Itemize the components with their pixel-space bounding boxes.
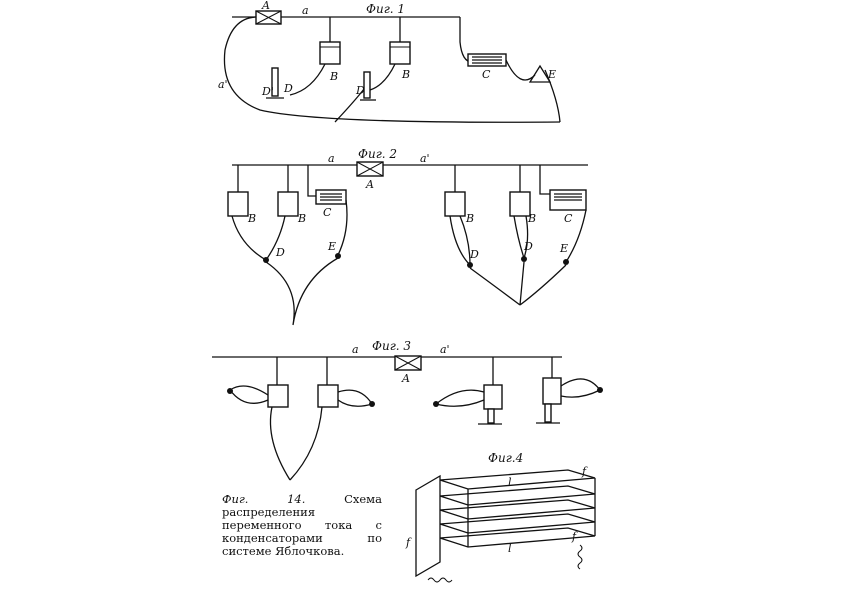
fig1-transformer-B-2 xyxy=(389,41,411,65)
fig1-label-a: a xyxy=(302,4,309,17)
figure-4: Фиг.4 l l f f f xyxy=(405,451,596,583)
svg-text:B: B xyxy=(247,212,256,225)
fig4-plate-1 xyxy=(439,469,596,490)
svg-text:D: D xyxy=(469,248,479,261)
fig2-transformer-B-3 xyxy=(444,191,466,217)
svg-text:l: l xyxy=(508,542,512,555)
svg-text:B: B xyxy=(465,212,474,225)
fig1-arc-lamp-E xyxy=(528,64,552,83)
fig3-transformer-3 xyxy=(483,384,503,410)
fig3-lamp-stand-1 xyxy=(487,408,495,424)
svg-text:B: B xyxy=(297,212,306,225)
svg-text:B: B xyxy=(527,212,536,225)
svg-text:f: f xyxy=(571,530,578,543)
svg-text:a': a' xyxy=(420,152,430,165)
fig2-arc-lamp-D-2 xyxy=(467,262,473,268)
svg-text:C: C xyxy=(482,68,491,81)
fig4-coil-right xyxy=(577,544,583,570)
figure-2-title: Фиг. 2 xyxy=(358,147,397,161)
svg-text:f: f xyxy=(581,465,588,478)
svg-text:A: A xyxy=(365,178,374,191)
fig3-arc-lamp-2 xyxy=(369,401,375,407)
fig4-plate-2 xyxy=(439,485,596,506)
fig2-arc-lamp-E-2 xyxy=(563,259,569,265)
svg-text:a': a' xyxy=(440,343,450,356)
svg-text:D: D xyxy=(283,82,293,95)
fig2-arc-lamp-D-1 xyxy=(263,257,269,263)
fig3-transformer-1 xyxy=(267,384,289,408)
fig1-lamp-D xyxy=(271,67,279,97)
svg-text:f: f xyxy=(405,536,412,549)
figure-2: Фиг. 2 A a a' B B C D E B B C xyxy=(227,147,588,326)
fig1-label-a-prime: a' xyxy=(218,78,228,91)
svg-text:D: D xyxy=(523,240,533,253)
figure-4-title: Фиг.4 xyxy=(488,451,523,465)
figure-1-title: Фиг. 1 xyxy=(366,2,405,16)
fig3-arc-lamp-1 xyxy=(227,388,233,394)
svg-text:E: E xyxy=(559,242,568,255)
figure-1: Фиг. 1 A a a' B D' D B D xyxy=(218,0,561,123)
fig2-transformer-B-1 xyxy=(227,191,249,217)
caption-text: Схема распределения переменного тока с к… xyxy=(222,492,382,558)
fig4-end-plate xyxy=(415,474,441,578)
figure-3: Фиг. 3 A a a' xyxy=(212,339,603,481)
fig3-transformer-2 xyxy=(317,384,339,408)
figure-caption: Фиг. 14. Схема распределения переменного… xyxy=(222,493,382,558)
fig2-transformer-B-2 xyxy=(277,191,299,217)
svg-text:C: C xyxy=(564,212,573,225)
fig2-arc-lamp-D-3 xyxy=(521,256,527,262)
fig2-arc-lamp-E-1 xyxy=(335,253,341,259)
fig1-return-loop xyxy=(223,16,561,123)
svg-text:B: B xyxy=(401,68,410,81)
fig3-arc-lamp-4 xyxy=(597,387,603,393)
svg-text:a: a xyxy=(328,152,335,165)
svg-text:C: C xyxy=(323,206,332,219)
svg-text:E: E xyxy=(547,68,556,81)
fig1-lamp-D-2 xyxy=(363,71,371,99)
svg-text:a: a xyxy=(352,343,359,356)
fig1-transformer-B-1 xyxy=(319,41,341,65)
svg-text:D: D xyxy=(355,84,365,97)
fig4-coil-left xyxy=(427,577,453,583)
fig3-lamp-stand-2 xyxy=(544,403,552,423)
svg-text:B: B xyxy=(329,70,338,83)
fig2-transformer-B-4 xyxy=(509,191,531,217)
fig3-transformer-4 xyxy=(542,377,562,405)
caption-head: Фиг. 14. xyxy=(222,492,306,506)
figure-3-title: Фиг. 3 xyxy=(372,339,411,353)
svg-text:D': D' xyxy=(261,85,274,98)
svg-text:D: D xyxy=(275,246,285,259)
fig3-arc-lamp-3 xyxy=(433,401,439,407)
svg-text:l: l xyxy=(508,476,512,489)
fig1-label-A: A xyxy=(261,0,270,12)
svg-text:E: E xyxy=(327,240,336,253)
svg-text:A: A xyxy=(401,372,410,385)
